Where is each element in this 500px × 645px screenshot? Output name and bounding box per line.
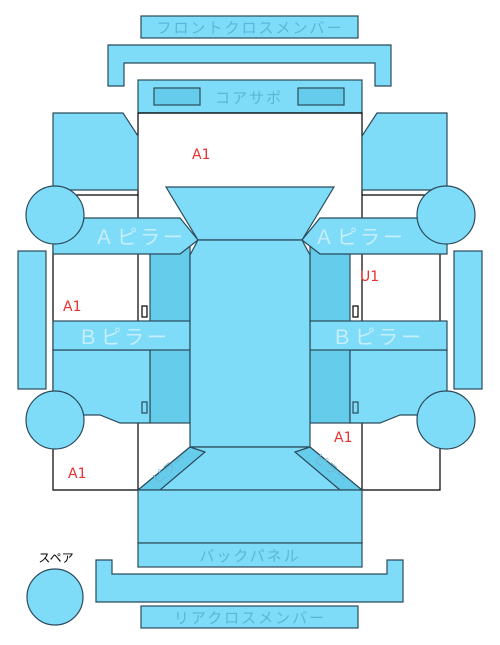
core-support-label: コアサポ — [215, 89, 283, 107]
left-front-fender — [52, 112, 139, 191]
rear-cross-member-panel — [140, 605, 359, 629]
front-cross-member-panel — [140, 15, 359, 39]
front-bracket — [107, 44, 392, 87]
right-front-door-handle — [352, 305, 359, 318]
roof-panel — [189, 239, 311, 448]
damage-code-front: A1 — [192, 147, 210, 163]
core-support-right-slot — [297, 87, 345, 106]
right-side-sill — [453, 250, 483, 390]
left-rear-door-handle — [141, 401, 148, 414]
left-front-door-handle — [141, 305, 148, 318]
back-panel-label: バックパネル — [199, 547, 300, 565]
a-pillar-left-panel — [52, 217, 199, 255]
damage-code-left-side: A1 — [63, 299, 81, 315]
b-pillar-left-panel — [52, 320, 191, 351]
rear-left-wheel — [25, 390, 85, 450]
front-left-wheel — [25, 185, 85, 245]
right-front-fender — [361, 112, 448, 191]
spare-label: スペア — [38, 551, 73, 565]
back-panel — [137, 542, 363, 568]
front-cross-member-label: フロントクロスメンバー — [156, 19, 343, 37]
left-side-sill — [17, 250, 47, 390]
a-pillar-right-label: Ａピラー — [314, 225, 406, 249]
right-rear-door-handle — [352, 401, 359, 414]
trunk-panel — [137, 489, 363, 544]
front-right-wheel — [416, 185, 476, 245]
b-pillar-right-panel — [309, 320, 448, 351]
damage-code-right-rear: A1 — [334, 430, 352, 446]
b-pillar-right-label: Ｂピラー — [332, 325, 424, 349]
b-pillar-left-label: Ｂピラー — [78, 325, 170, 349]
core-support-left-slot — [153, 87, 201, 106]
rear-right-wheel — [416, 390, 476, 450]
a-pillar-left-label: Ａピラー — [94, 225, 186, 249]
spare-tire — [26, 568, 84, 626]
rear-cross-member-label: リアクロスメンバー — [174, 609, 326, 627]
a-pillar-right-panel — [301, 217, 448, 255]
rear-bracket — [95, 559, 404, 603]
damage-code-left-rear: A1 — [68, 466, 86, 482]
damage-code-right-front: U1 — [360, 269, 379, 285]
